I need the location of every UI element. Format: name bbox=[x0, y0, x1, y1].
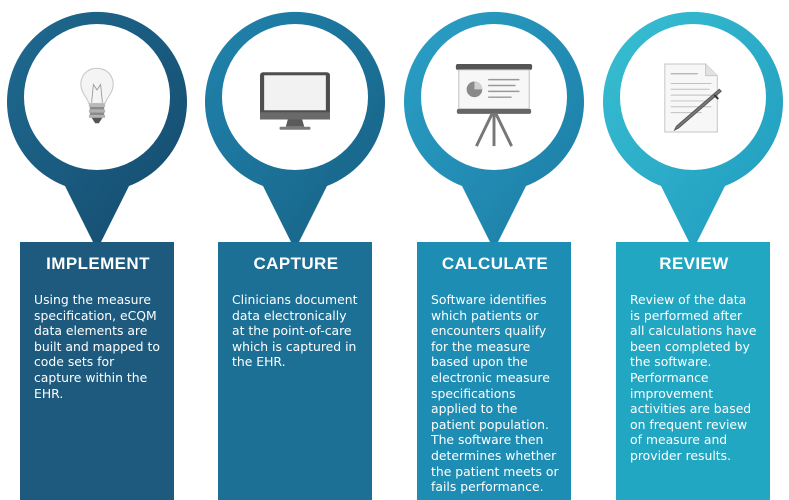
presentation-board-icon bbox=[455, 63, 533, 147]
step-title: CAPTURE bbox=[253, 254, 339, 273]
step-description: Review of the data is performed after al… bbox=[630, 292, 757, 463]
pin-calculate bbox=[404, 0, 584, 250]
step-description: Software identifies which patients or en… bbox=[431, 292, 559, 495]
card-calculate: CALCULATE Software identifies which pati… bbox=[417, 242, 571, 500]
document-pen-icon bbox=[664, 63, 722, 133]
card-implement: IMPLEMENT Using the measure specificatio… bbox=[20, 242, 174, 500]
step-title: REVIEW bbox=[659, 254, 729, 273]
monitor-icon bbox=[260, 72, 330, 130]
pin-review bbox=[603, 0, 783, 250]
pin-capture bbox=[204, 0, 385, 250]
step-description: Clinicians document data electronically … bbox=[232, 292, 358, 370]
step-title: IMPLEMENT bbox=[46, 254, 150, 273]
step-title: CALCULATE bbox=[441, 254, 549, 273]
card-capture: CAPTURE Clinicians document data electro… bbox=[218, 242, 372, 500]
lightbulb-icon bbox=[80, 67, 114, 124]
pin-implement bbox=[6, 0, 188, 250]
card-review: REVIEW Review of the data is performed a… bbox=[616, 242, 770, 500]
step-description: Using the measure specification, eCQM da… bbox=[34, 292, 160, 401]
